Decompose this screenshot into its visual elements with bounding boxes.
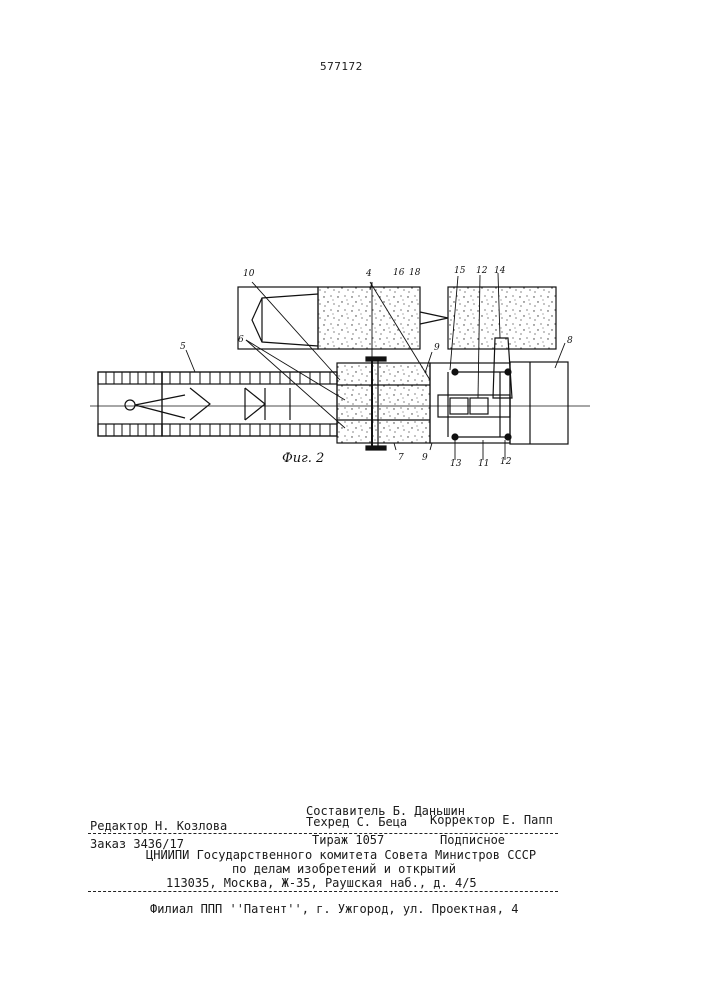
editor-line: Редактор Н. Козлова [90,819,227,833]
part-label: 13 [450,459,462,469]
part-label: 7 [398,453,404,463]
figure-caption: Фиг. 2 [282,451,324,466]
address-line: 113035, Москва, Ж-35, Раушская наб., д. … [166,876,477,890]
part-label: 15 [454,266,466,276]
part-label: 4 [365,269,372,279]
part-label: 14 [494,266,506,276]
branch-line: Филиал ППП ''Патент'', г. Ужгород, ул. П… [150,902,518,916]
part-label: 8 [567,336,573,346]
circulation-line: Тираж 1057 [312,833,384,847]
part-label: 16 [393,268,405,278]
part-label: 9 [434,343,440,353]
part-label: 18 [409,268,421,278]
part-label: 12 [476,266,488,276]
techred-line: Техред С. Беца [306,815,407,829]
rule-bottom [88,891,558,892]
institute-line-2: по делам изобретений и открытий [232,862,456,876]
part-label: 5 [180,342,186,352]
part-label: 12 [500,457,512,467]
subscription-line: Подписное [440,833,505,847]
part-label: 9 [422,453,428,463]
right-machine [430,338,568,444]
crawler-tractor [98,372,185,436]
corrector-line: Корректор Е. Папп [430,813,553,827]
part-label: 6 [238,335,244,345]
part-label: 11 [478,459,489,469]
conveyor-frame [162,372,337,436]
filling-body [337,363,430,443]
part-label: 10 [243,269,255,279]
institute-line-1: ЦНИИПИ Государственного комитета Совета … [146,848,536,862]
